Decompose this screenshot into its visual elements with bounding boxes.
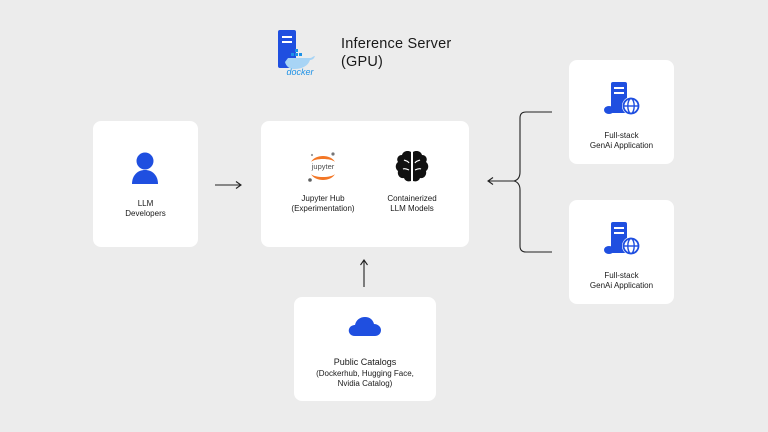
cloud-icon [347, 315, 383, 337]
llm-developers-label-line2: Developers [125, 209, 166, 218]
user-icon [130, 151, 160, 185]
diagram-title-line2: (GPU) [341, 54, 384, 70]
server-globe-icon [603, 221, 643, 257]
inference-server-card: jupyter Jupyter Hub (Experimentation) Co… [261, 121, 469, 247]
catalogs-label-line1: Public Catalogs [333, 357, 397, 367]
llm-developers-label-line1: LLM [137, 199, 154, 208]
llm-developers-card: LLM Developers [93, 121, 198, 247]
diagram-title-line1: Inference Server [341, 36, 452, 52]
app-top-label-line2: GenAi Application [589, 141, 654, 150]
jupyter-icon [305, 150, 341, 184]
app-top-label-line1: Full-stack [604, 131, 639, 140]
server-globe-icon [603, 81, 643, 117]
models-label-line1: Containerized [387, 194, 437, 203]
app-bottom-label-line1: Full-stack [604, 271, 639, 280]
app-bottom-card: Full-stack GenAi Application [569, 200, 674, 304]
app-top-card: Full-stack GenAi Application [569, 60, 674, 164]
arrow-catalogs-to-server [359, 258, 369, 288]
brain-icon [395, 149, 429, 183]
docker-server-icon [274, 28, 322, 80]
jupyter-label-line1: Jupyter Hub [301, 194, 345, 203]
bracket-connector [486, 106, 556, 258]
app-bottom-label-line2: GenAi Application [589, 281, 654, 290]
arrow-developers-to-server [214, 180, 244, 190]
catalogs-label-line3: Nvidia Catalog) [337, 379, 393, 388]
jupyter-logo-text: jupyter [311, 162, 335, 171]
jupyter-label-line2: (Experimentation) [291, 204, 355, 213]
docker-label: docker [286, 67, 314, 77]
catalogs-label-line2: (Dockerhub, Hugging Face, [316, 369, 414, 378]
models-label-line2: LLM Models [390, 204, 434, 213]
public-catalogs-card: Public Catalogs (Dockerhub, Hugging Face… [294, 297, 436, 401]
